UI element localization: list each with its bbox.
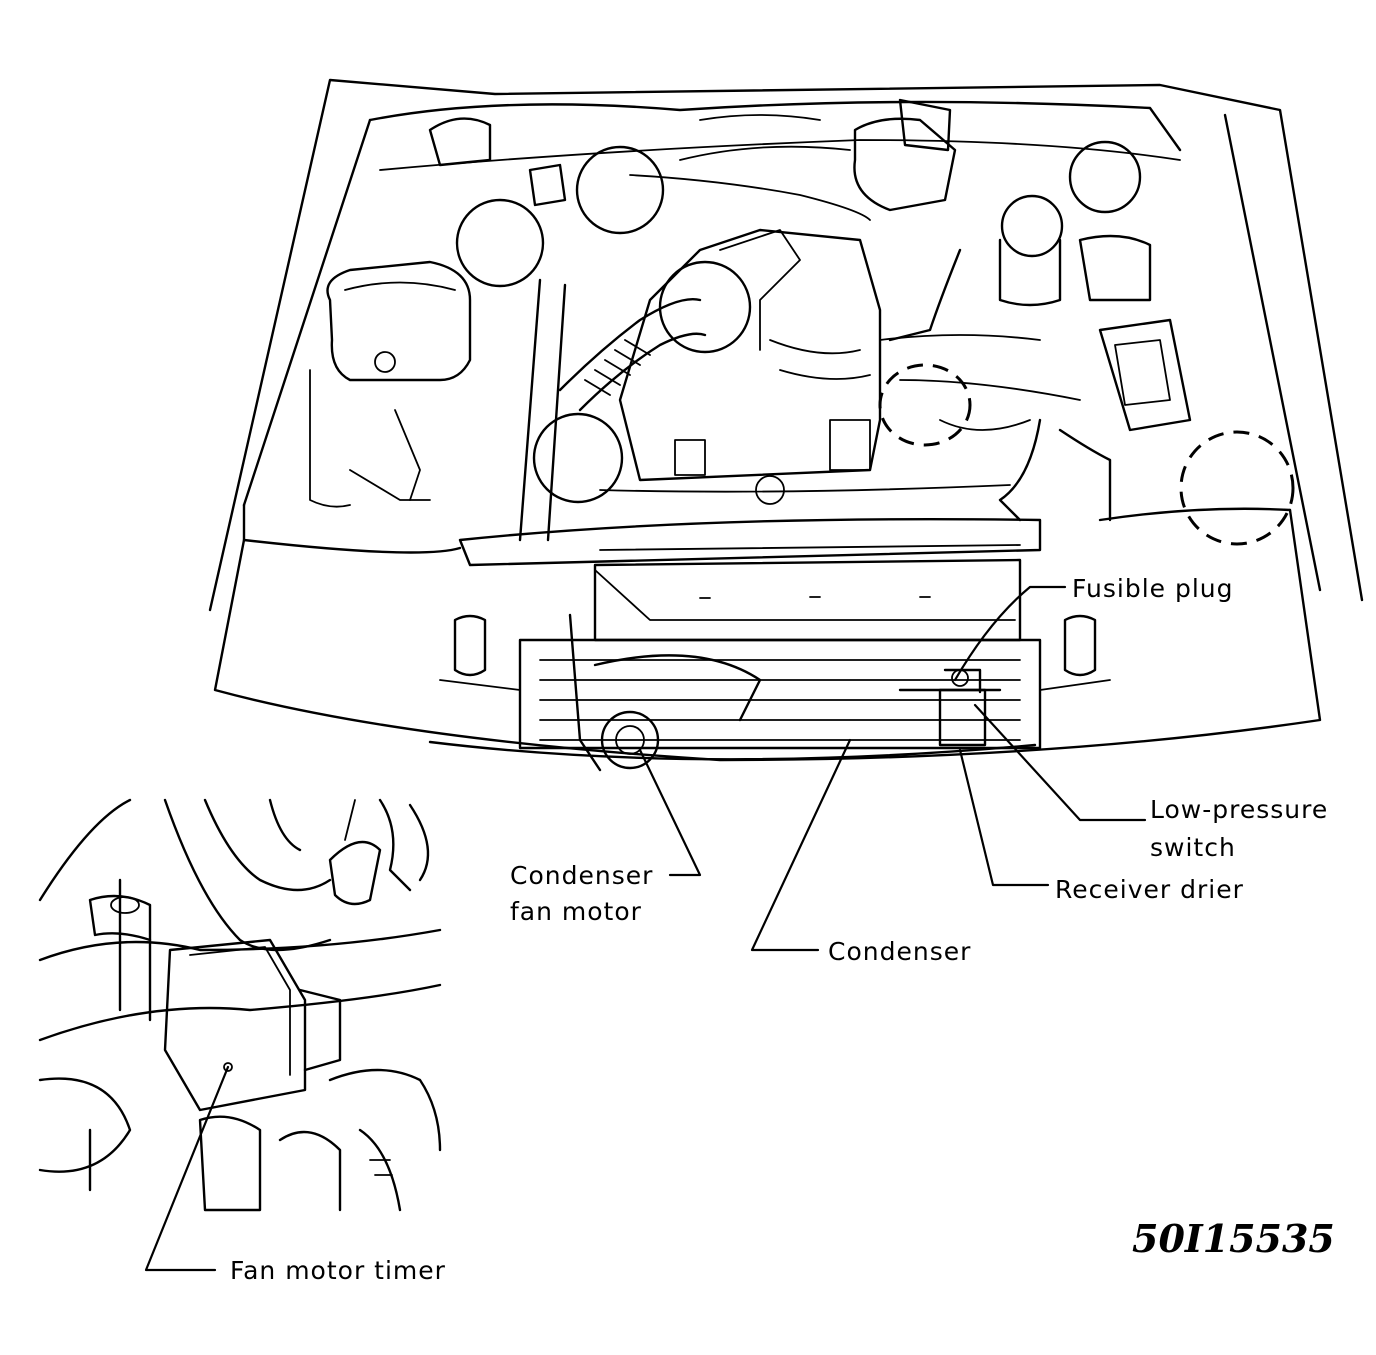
leader-condenser — [750, 738, 852, 952]
leader-fan-motor-timer — [144, 1065, 230, 1272]
engine-bay-illustration — [208, 78, 1364, 772]
label-condenser-fan-line-2: fan motor — [510, 897, 642, 926]
label-condenser: Condenser — [828, 937, 971, 966]
leader-receiver-drier — [958, 748, 1050, 887]
label-low-pressure-line-1: Low-pressure — [1150, 795, 1328, 824]
figure-number: 50I15535 — [1132, 1216, 1335, 1261]
label-fan-motor-timer: Fan motor timer — [230, 1256, 446, 1285]
leader-condenser-fan-motor — [638, 748, 702, 877]
label-low-pressure-line-2: switch — [1150, 833, 1236, 862]
label-condenser-fan-line-1: Condenser — [510, 861, 653, 890]
leader-low-pressure-switch — [973, 703, 1147, 822]
leader-fusible-plug — [953, 585, 1067, 682]
label-fusible-plug: Fusible plug — [1072, 574, 1234, 603]
fan-motor-timer-inset — [38, 798, 442, 1212]
label-receiver-drier: Receiver drier — [1055, 875, 1244, 904]
leader-lines — [144, 585, 1147, 1272]
